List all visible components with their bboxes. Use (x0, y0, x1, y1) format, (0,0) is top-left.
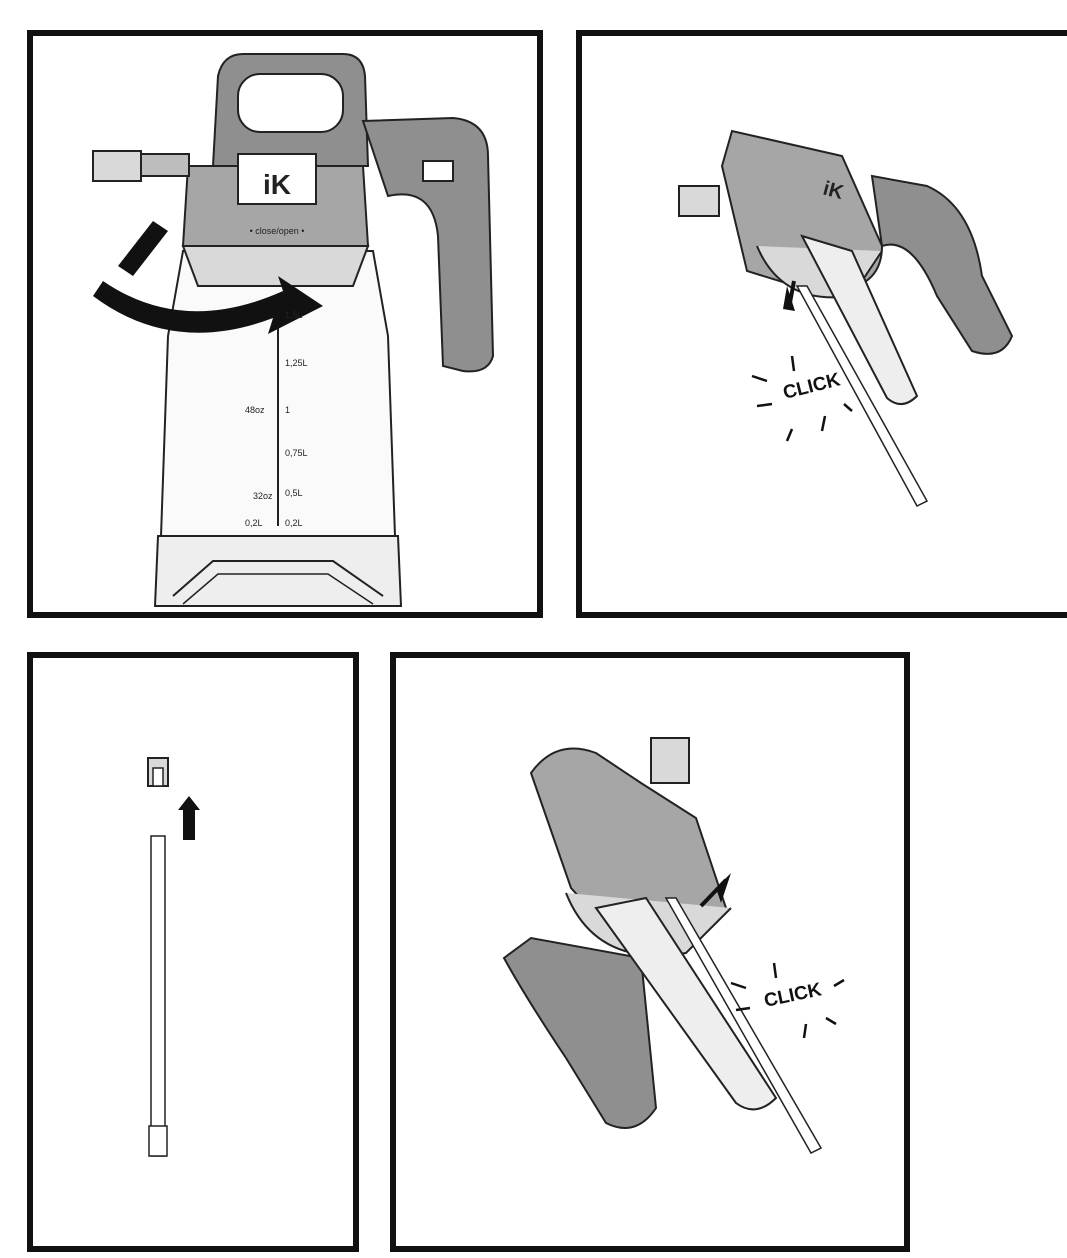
scale-mark-1: 1,5L (285, 310, 303, 320)
scale-mark-3: 1 (285, 405, 290, 415)
scale-left-2: 32oz (253, 491, 273, 501)
nozzle (679, 186, 719, 216)
step-panel-3 (27, 652, 359, 1252)
handle-grip-opening (238, 74, 343, 132)
brand-logo: iK (263, 169, 291, 200)
up-arrow-icon (178, 796, 200, 840)
nozzle (141, 154, 189, 176)
collar-label: • close/open • (250, 226, 305, 236)
scale-mark-4: 0,75L (285, 448, 308, 458)
pump-handle (872, 176, 1012, 354)
dip-tube-attach-illustration: CLICK iK (582, 36, 1067, 624)
sprayer-illustration: iK • close/open • 1,5L 1,25L 1 0,75L 0,5… (33, 36, 549, 624)
pump-handle (504, 938, 656, 1128)
click-label: CLICK (762, 979, 823, 1012)
click-label: CLICK (781, 369, 843, 403)
step-panel-1: iK • close/open • 1,5L 1,25L 1 0,75L 0,5… (27, 30, 543, 618)
scale-mark-2: 1,25L (285, 358, 308, 368)
scale-mark-5: 0,5L (285, 488, 303, 498)
step-panel-2: CLICK iK (576, 30, 1067, 618)
step-panel-4: CLICK (390, 652, 910, 1252)
nozzle (651, 738, 689, 783)
scale-mark-6: 0,2L (285, 518, 303, 528)
scale-left-3: 0,2L (245, 518, 263, 528)
tube-assembly-illustration (33, 658, 365, 1258)
insert-tube-illustration: CLICK (396, 658, 916, 1258)
scale-left-1: 48oz (245, 405, 265, 415)
dip-tube (151, 836, 165, 1156)
